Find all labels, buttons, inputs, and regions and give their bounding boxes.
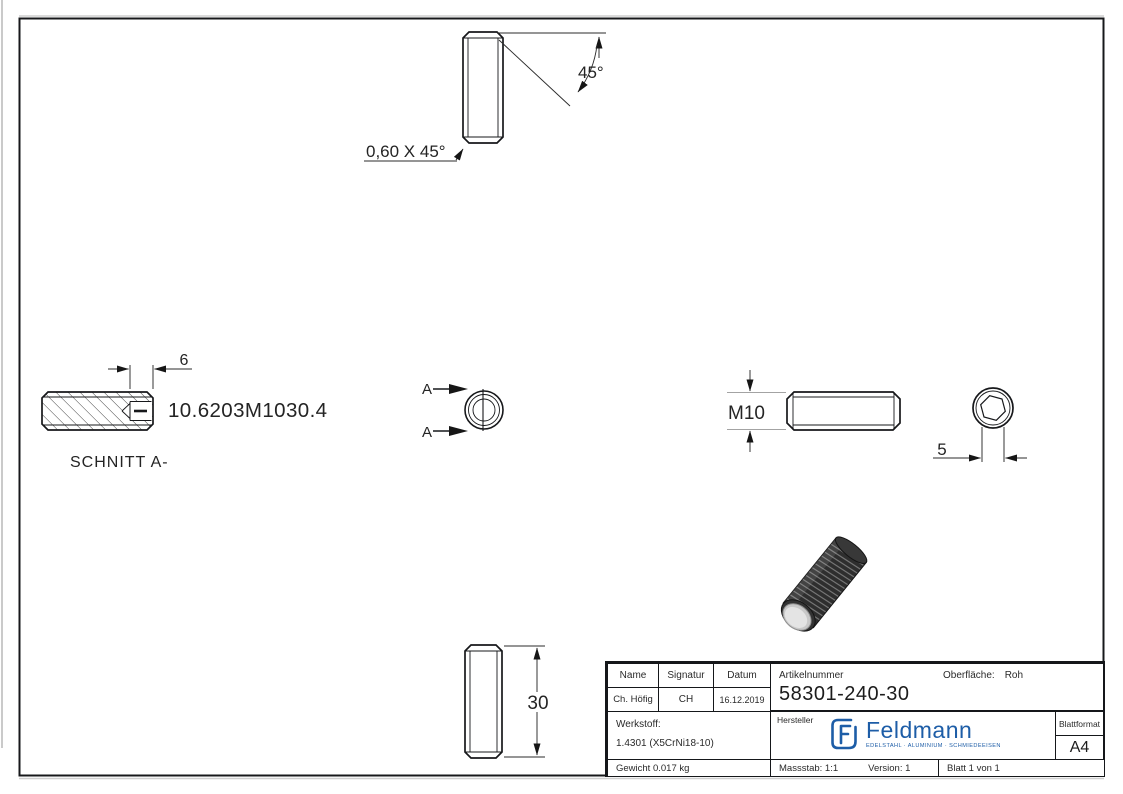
length-dimension bbox=[504, 645, 545, 758]
header-datum: Datum bbox=[713, 663, 771, 688]
hex-width-dimension bbox=[933, 427, 1027, 462]
hex-socket-outline bbox=[980, 395, 1006, 421]
section-arrow-label-top: A bbox=[422, 381, 432, 398]
gewicht-cell: Gewicht 0.017 kg bbox=[607, 759, 771, 777]
werkstoff-label: Werkstoff: bbox=[616, 719, 661, 730]
thread-dimension bbox=[727, 370, 786, 452]
value-signatur: CH bbox=[658, 687, 714, 712]
artikelnummer-value: 58301-240-30 bbox=[779, 683, 910, 705]
header-signatur: Signatur bbox=[658, 663, 714, 688]
werkstoff-value: 1.4301 (X5CrNi18-10) bbox=[616, 738, 714, 749]
length-view-screw bbox=[464, 644, 503, 759]
blattformat-value: A4 bbox=[1055, 735, 1104, 760]
thread-label: M10 bbox=[728, 403, 765, 424]
header-name: Name bbox=[607, 663, 659, 688]
werkstoff-cell: Werkstoff: 1.4301 (X5CrNi18-10) bbox=[607, 711, 771, 760]
artikelnummer-label: Artikelnummer bbox=[779, 670, 844, 681]
oberflaeche: Oberfläche: Roh bbox=[943, 670, 1033, 681]
hersteller-cell: Hersteller Feldmann EDELSTAHL · ALUMINIU… bbox=[770, 711, 1056, 760]
blatt-cell: Blatt 1 von 1 bbox=[938, 759, 1105, 777]
artikelnummer-cell: Artikelnummer Oberfläche: Roh 58301-240-3… bbox=[770, 663, 1104, 711]
value-datum: 16.12.2019 bbox=[713, 687, 771, 712]
socket-depth-dimension bbox=[108, 365, 192, 389]
hex-width-label: 5 bbox=[937, 440, 946, 459]
value-name: Ch. Höfig bbox=[607, 687, 659, 712]
section-view bbox=[41, 391, 154, 431]
angle-label: 45° bbox=[578, 63, 604, 82]
feldmann-logo: Feldmann EDELSTAHL · ALUMINIUM · SCHMIED… bbox=[829, 716, 1001, 752]
chamfer-note: 0,60 X 45° bbox=[366, 142, 446, 161]
massstab-value: Massstab: 1:1 bbox=[779, 762, 839, 774]
part-number-label: 10.6203M1030.4 bbox=[168, 399, 327, 422]
screw-photo bbox=[780, 536, 868, 632]
oberflaeche-label: Oberfläche: bbox=[943, 670, 995, 681]
side-view-screw bbox=[786, 391, 901, 431]
version-value: Version: 1 bbox=[868, 762, 911, 774]
angle-dimension-45 bbox=[497, 32, 606, 107]
end-view-screw bbox=[972, 387, 1014, 429]
brand-name: Feldmann bbox=[866, 717, 973, 743]
feldmann-logo-mark-icon bbox=[831, 718, 857, 750]
section-title: SCHNITT A- bbox=[70, 454, 169, 471]
section-arrow-bottom bbox=[449, 426, 468, 436]
blattformat-label: Blattformat bbox=[1055, 711, 1104, 736]
section-arrow-label-bottom: A bbox=[422, 424, 432, 441]
chamfer-leader bbox=[364, 148, 464, 162]
hex-socket-section bbox=[121, 401, 152, 421]
length-label: 30 bbox=[527, 693, 548, 714]
drawing-border bbox=[18, 17, 1105, 777]
section-arrow-top bbox=[449, 384, 468, 394]
hersteller-label: Hersteller bbox=[777, 715, 814, 725]
brand-tagline: EDELSTAHL · ALUMINIUM · SCHMIEDEEISEN bbox=[866, 743, 1001, 749]
top-view-screw bbox=[462, 31, 504, 144]
socket-depth-label: 6 bbox=[180, 352, 189, 369]
sheet-edges bbox=[1, 0, 1104, 780]
cutting-plane-view bbox=[433, 384, 504, 436]
oberflaeche-value: Roh bbox=[1004, 670, 1024, 681]
massstab-cell: Massstab: 1:1 Version: 1 bbox=[770, 759, 939, 777]
